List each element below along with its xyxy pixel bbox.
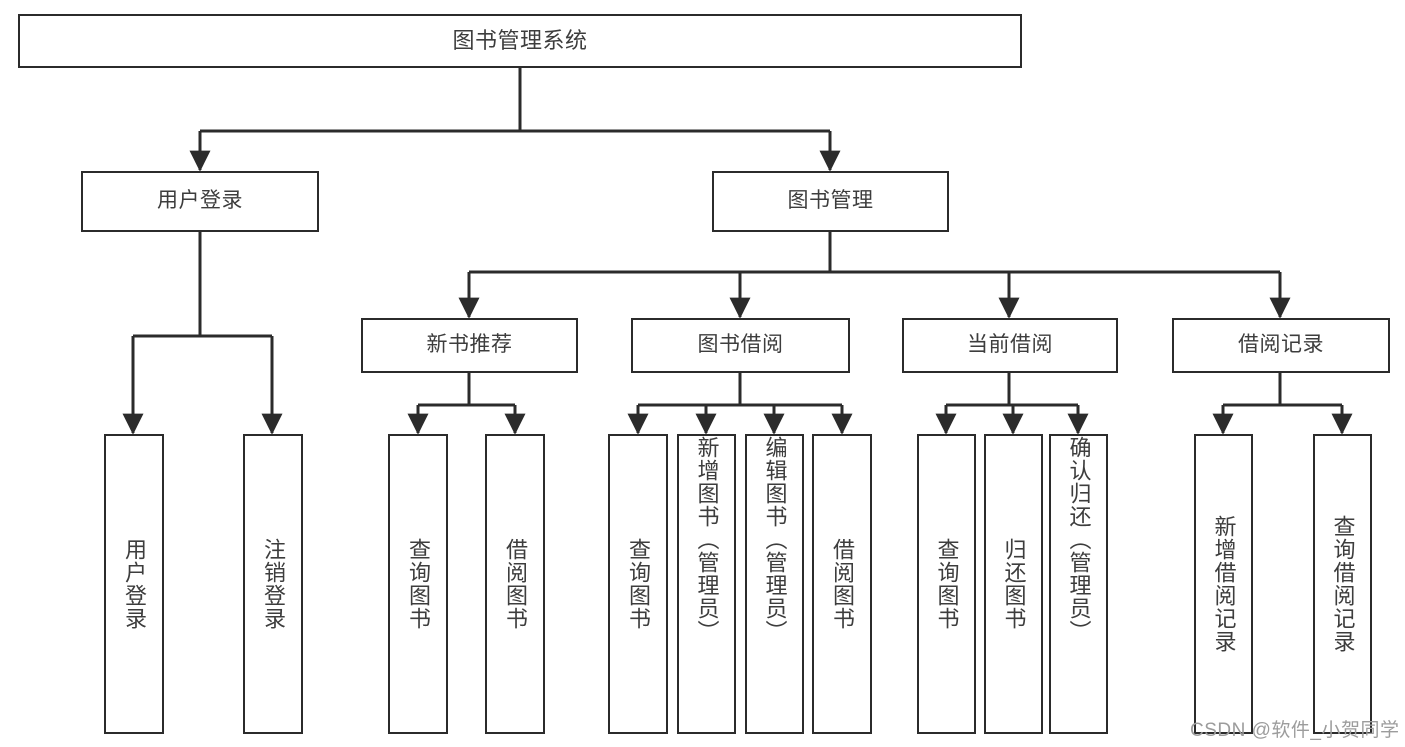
leaf-query-borrow-record[interactable]: 查询借阅记录 [1313,434,1372,734]
leaf-user-login[interactable]: 用户登录 [104,434,164,734]
node-root-system[interactable]: 图书管理系统 [18,14,1022,68]
node-label: 借阅记录 [1238,333,1324,357]
node-label: 新增图书（管理员） [694,436,720,643]
node-label: 图书管理系统 [452,28,588,54]
node-label: 查询借阅记录 [1330,515,1356,653]
node-label: 图书借阅 [697,333,784,357]
node-label: 借阅图书 [503,538,528,630]
watermark: CSDN @软件_小贺同学 [1190,720,1400,741]
leaf-query-book-borrow[interactable]: 查询图书 [608,434,668,734]
node-label: 新增借阅记录 [1211,515,1237,653]
node-label: 借阅图书 [830,538,855,630]
leaf-query-book-recommend[interactable]: 查询图书 [388,434,448,734]
node-current-borrow[interactable]: 当前借阅 [902,318,1118,373]
node-book-management[interactable]: 图书管理 [712,171,949,232]
leaf-edit-book-admin[interactable]: 编辑图书（管理员） [745,434,804,734]
node-label: 用户登录 [122,538,147,630]
node-label: 注销登录 [261,538,286,630]
node-label: 当前借阅 [967,333,1053,357]
node-label: 归还图书 [1001,538,1027,630]
node-label: 查询图书 [934,538,960,630]
node-user-login[interactable]: 用户登录 [81,171,319,232]
leaf-add-borrow-record[interactable]: 新增借阅记录 [1194,434,1253,734]
leaf-borrow-book[interactable]: 借阅图书 [812,434,872,734]
node-new-book-recommend[interactable]: 新书推荐 [361,318,578,373]
node-label: 新书推荐 [426,333,513,357]
node-label: 查询图书 [626,538,651,630]
leaf-add-book-admin[interactable]: 新增图书（管理员） [677,434,736,734]
node-label: 查询图书 [406,538,431,630]
leaf-borrow-book-recommend[interactable]: 借阅图书 [485,434,545,734]
node-label: 编辑图书（管理员） [762,436,788,643]
leaf-confirm-return-admin[interactable]: 确认归还（管理员） [1049,434,1108,734]
node-label: 确认归还（管理员） [1066,436,1092,643]
leaf-logout[interactable]: 注销登录 [243,434,303,734]
leaf-return-book[interactable]: 归还图书 [984,434,1043,734]
node-label: 图书管理 [787,189,874,213]
leaf-query-book-current[interactable]: 查询图书 [917,434,976,734]
node-label: 用户登录 [157,189,243,213]
node-borrow-record[interactable]: 借阅记录 [1172,318,1390,373]
node-book-borrow[interactable]: 图书借阅 [631,318,850,373]
